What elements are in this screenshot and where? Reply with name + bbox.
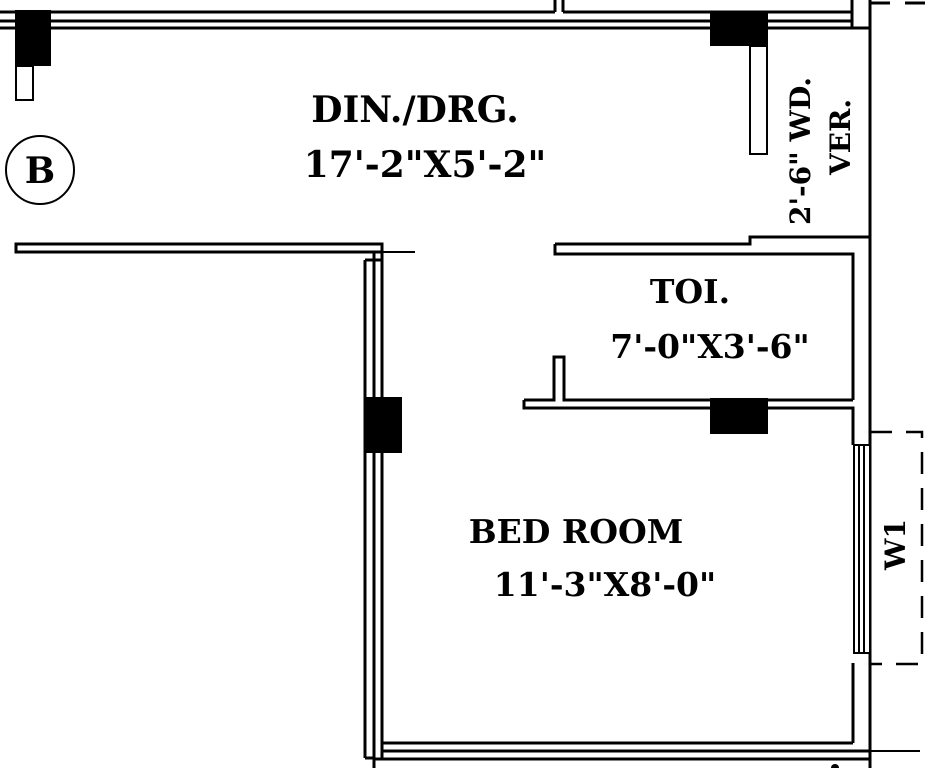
bedroom-bottom-wall <box>374 663 920 761</box>
room-size-dining: 17'-2"X5'-2" <box>304 144 547 186</box>
door-leaf-wd <box>749 45 768 155</box>
label-wd-width: 2'-6" WD. <box>784 77 817 225</box>
bedroom-left-wall <box>363 244 384 768</box>
room-name-toilet: TOI. <box>650 272 730 311</box>
column-toilet-bottom <box>710 398 768 434</box>
room-size-bedroom: 11'-3"X8'-0" <box>494 565 716 604</box>
room-size-toilet: 7'-0"X3'-6" <box>610 327 809 366</box>
column-top-right <box>710 12 768 46</box>
dining-bottom-left-wall <box>14 242 415 254</box>
toilet-walls <box>522 235 870 445</box>
label-veranda: VER. <box>824 99 857 176</box>
room-name-dining: DIN./DRG. <box>311 89 518 131</box>
column-bedroom-left <box>364 397 402 453</box>
room-name-bedroom: BED ROOM <box>469 512 684 551</box>
door-jamb-top-left <box>15 65 34 101</box>
grid-marker-label: B <box>25 150 55 192</box>
window-tag: W1 <box>879 519 912 571</box>
column-top-left <box>15 10 51 66</box>
marker-dot <box>831 764 839 768</box>
grid-marker-b: B <box>5 135 75 205</box>
window-w1 <box>853 430 924 666</box>
